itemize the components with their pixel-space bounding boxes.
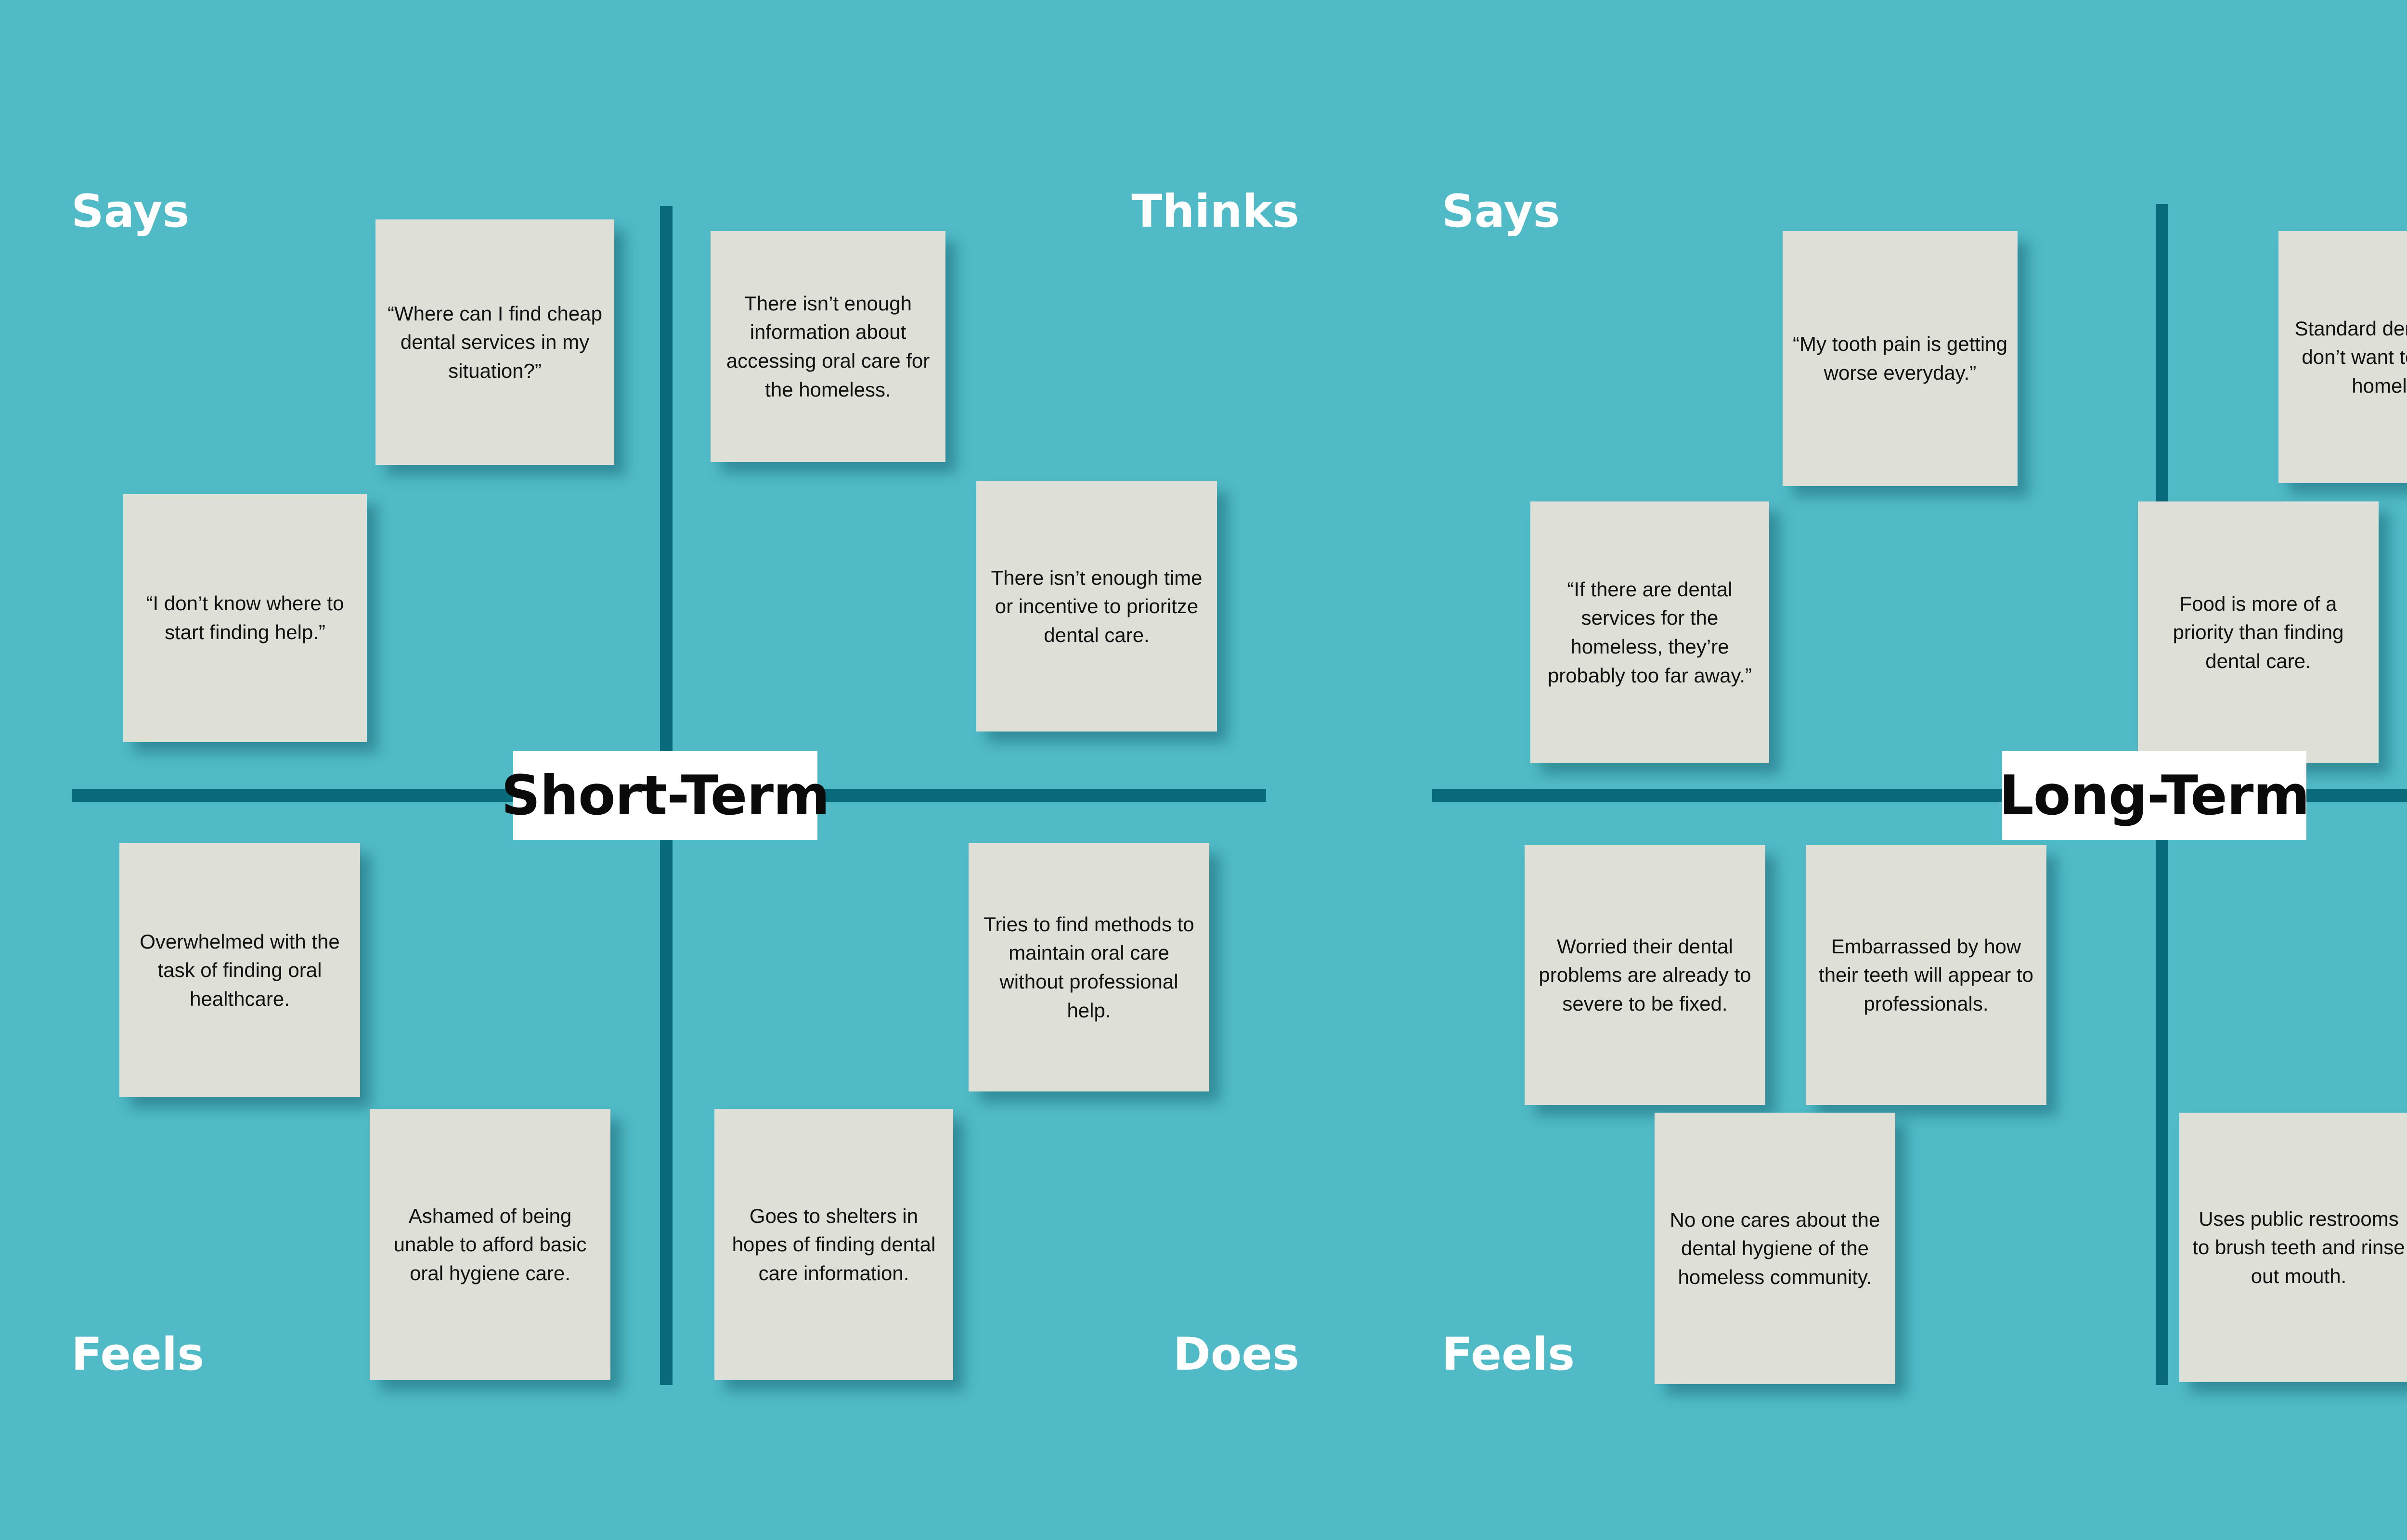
sticky-note[interactable]: Goes to shelters in hopes of finding den… <box>714 1109 953 1380</box>
sticky-note[interactable]: Overwhelmed with the task of finding ora… <box>119 843 360 1097</box>
sticky-note-text: There isn’t enough information about acc… <box>726 292 930 401</box>
sticky-note-text: Worried their dental problems are alread… <box>1539 935 1751 1015</box>
sticky-note-text: There isn’t enough time or incentive to … <box>991 566 1203 646</box>
sticky-note-text: No one cares about the dental hygiene of… <box>1669 1208 1880 1288</box>
center-label-text: Short-Term <box>501 763 830 827</box>
sticky-note-text: Uses public restrooms to brush teeth and… <box>2192 1207 2405 1287</box>
quadrant-label-feels: Feels <box>1442 1328 1575 1381</box>
sticky-note-text: “If there are dental services for the ho… <box>1547 578 1752 687</box>
sticky-note[interactable]: Worried their dental problems are alread… <box>1525 845 1765 1105</box>
sticky-note-text: “I don’t know where to start finding hel… <box>146 592 344 643</box>
sticky-note[interactable]: Tries to find methods to maintain oral c… <box>969 843 1209 1091</box>
quadrant-label-feels: Feels <box>71 1328 205 1381</box>
sticky-note[interactable]: “If there are dental services for the ho… <box>1530 501 1769 763</box>
sticky-note-text: Standard dental offices don’t want to ta… <box>2294 317 2407 397</box>
center-label-text: Long-Term <box>1999 763 2310 827</box>
sticky-note-text: Embarrassed by how their teeth will appe… <box>1819 935 2033 1015</box>
sticky-note-text: Food is more of a priority than finding … <box>2173 592 2344 672</box>
sticky-note[interactable]: There isn’t enough time or incentive to … <box>976 481 1217 732</box>
sticky-note-text: “Where can I find cheap dental services … <box>388 302 602 382</box>
center-label-long-term: Long-Term <box>1999 751 2310 840</box>
center-label-short-term: Short-Term <box>501 751 830 840</box>
empathy-map-long-term: Says Thinks Feels Does Long-Term “My too… <box>1371 0 2407 1540</box>
sticky-note-text: Ashamed of being unable to afford basic … <box>393 1204 587 1284</box>
sticky-note-text: “My tooth pain is getting worse everyday… <box>1793 333 2007 384</box>
quadrant-label-says: Says <box>1442 185 1560 238</box>
quadrant-label-thinks: Thinks <box>1131 185 1299 238</box>
sticky-note[interactable]: Standard dental offices don’t want to ta… <box>2278 231 2407 483</box>
empathy-map-short-term: Says Thinks Feels Does Short-Term “Where… <box>71 185 1299 1385</box>
sticky-note[interactable]: “I don’t know where to start finding hel… <box>123 494 367 742</box>
sticky-note[interactable]: Food is more of a priority than finding … <box>2138 501 2379 763</box>
sticky-note[interactable]: “My tooth pain is getting worse everyday… <box>1783 231 2018 486</box>
sticky-note[interactable]: Embarrassed by how their teeth will appe… <box>1806 845 2046 1105</box>
quadrant-label-does: Does <box>1173 1328 1299 1381</box>
sticky-note-text: Overwhelmed with the task of finding ora… <box>140 930 340 1010</box>
sticky-note[interactable]: “Where can I find cheap dental services … <box>375 219 614 465</box>
quadrant-label-says: Says <box>71 185 190 238</box>
sticky-note-text: Tries to find methods to maintain oral c… <box>984 912 1194 1022</box>
sticky-note[interactable]: Uses public restrooms to brush teeth and… <box>2179 1113 2407 1382</box>
sticky-note[interactable]: There isn’t enough information about acc… <box>711 231 945 462</box>
sticky-note[interactable]: Ashamed of being unable to afford basic … <box>370 1109 610 1380</box>
sticky-note-text: Goes to shelters in hopes of finding den… <box>732 1204 936 1284</box>
sticky-note[interactable]: No one cares about the dental hygiene of… <box>1655 1113 1895 1384</box>
